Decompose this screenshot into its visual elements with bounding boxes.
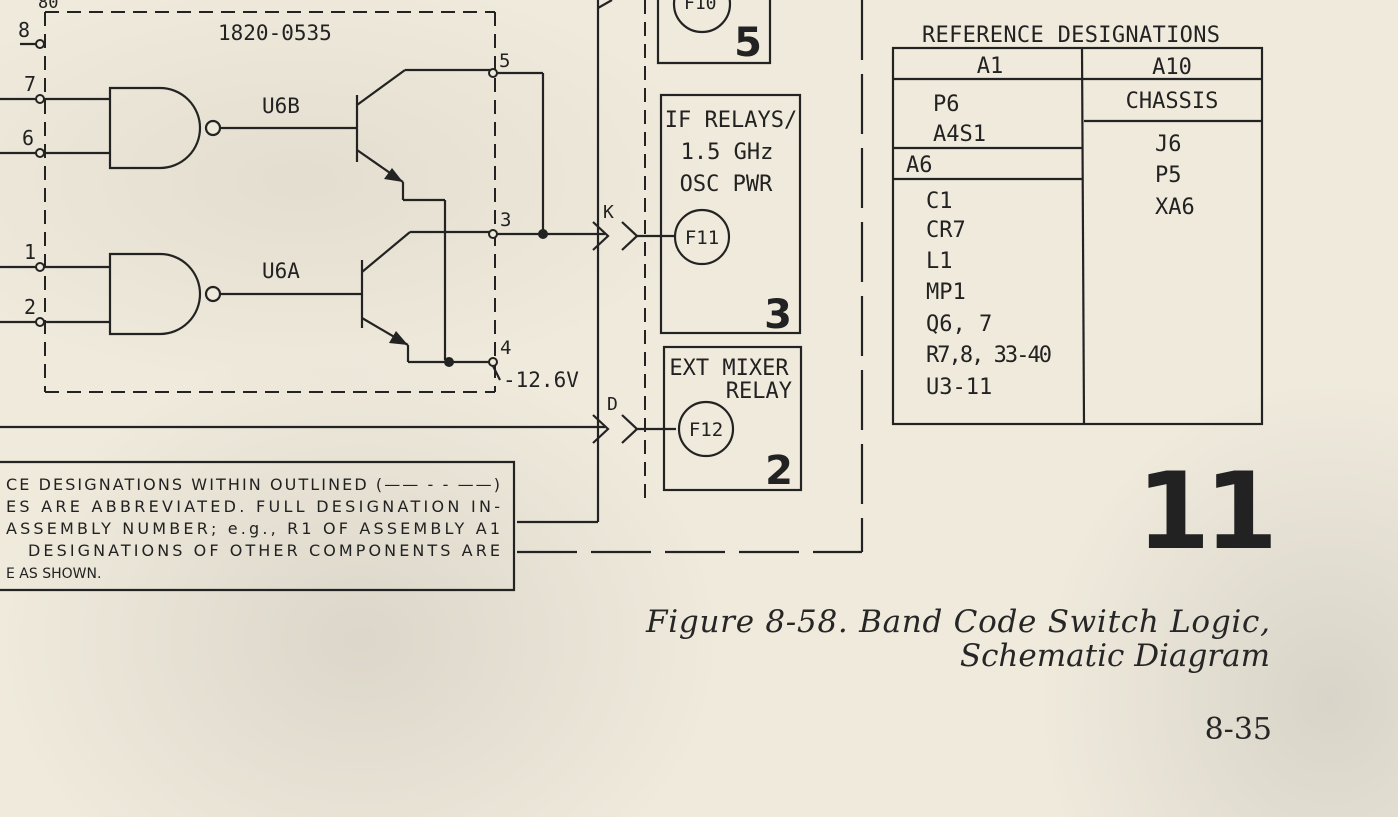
ref-a6-item: R7,8, 33-40 <box>926 343 1052 368</box>
output-wiring <box>444 68 605 381</box>
ref-a6-item: MP1 <box>926 280 966 305</box>
fuse-label-f12: F12 <box>689 419 723 441</box>
note-line-3: ASSEMBLY NUMBER; e.g., R1 OF ASSEMBLY A1 <box>6 519 500 538</box>
note-line-5: E AS SHOWN. <box>6 566 101 582</box>
note-line-1: CE DESIGNATIONS WITHIN OUTLINED (—— - - … <box>6 475 500 494</box>
ref-a6-item: Q6, 7 <box>926 312 992 337</box>
ref-a1-item: P6 <box>933 92 960 117</box>
fuse-box-f12 <box>662 345 803 492</box>
fuse-number-f12: 2 <box>765 448 793 494</box>
ref-col1-subheader: A6 <box>906 153 933 178</box>
figure-caption-line1: Figure 8-58. Band Code Switch Logic, <box>645 604 1270 640</box>
pin-5-label: 5 <box>499 50 510 72</box>
fuse-panel-outline <box>517 0 864 554</box>
ref-a6-item: CR7 <box>926 218 966 243</box>
note-box <box>0 460 516 592</box>
nand-gate-u6b <box>108 86 357 170</box>
part-number-label: 1820-0535 <box>218 21 332 45</box>
fuse-number-f11: 3 <box>764 292 792 338</box>
fuse-label-f11: F11 <box>685 227 719 249</box>
ref-a6-item: C1 <box>926 189 953 214</box>
pin-8-label: 8 <box>18 18 30 42</box>
note-line-2: ES ARE ABBREVIATED. FULL DESIGNATION IN- <box>6 497 500 516</box>
transistor-bottom <box>360 230 493 364</box>
fuse-number-f10: 5 <box>734 20 762 66</box>
connector-d <box>592 414 676 444</box>
gate-label-u6b: U6B <box>262 94 300 118</box>
fuse-label-f10: F10 <box>684 0 717 14</box>
pin-1-label: 1 <box>24 240 36 264</box>
assembly-outline <box>44 11 496 393</box>
supply-voltage-label: -12.6V <box>503 368 579 392</box>
outer-frame-lines <box>517 0 613 524</box>
input-wires <box>0 42 110 324</box>
top-cut-label: 80 <box>38 0 58 13</box>
ref-col1-header: A1 <box>977 54 1004 79</box>
connector-k <box>592 221 676 251</box>
fuse-title-f11-line2: 1.5 GHz <box>681 140 774 165</box>
ref-col2-header: A10 <box>1152 55 1192 80</box>
figure-caption-line2: Schematic Diagram <box>960 638 1270 674</box>
ref-a6-item: L1 <box>926 249 953 274</box>
pin-4-label: 4 <box>500 337 511 359</box>
pin-3-label: 3 <box>500 209 511 231</box>
transistor-top <box>355 68 493 360</box>
page-number: 8-35 <box>1205 712 1272 747</box>
ref-a6-item: U3-11 <box>926 375 992 400</box>
reference-table <box>891 46 1264 426</box>
input-pin-circles <box>35 39 45 327</box>
ref-col2-subheader: CHASSIS <box>1126 89 1219 114</box>
connector-k-label: K <box>603 202 614 223</box>
fuse-box-f10 <box>656 0 772 65</box>
note-line-4: DESIGNATIONS OF OTHER COMPONENTS ARE <box>28 541 500 560</box>
ref-a1-item: A4S1 <box>933 122 986 147</box>
ref-chassis-item: XA6 <box>1155 195 1195 220</box>
sheet-number: 11 <box>1136 450 1272 573</box>
fuse-title-f12-line2: RELAY <box>726 379 792 404</box>
pin-7-label: 7 <box>24 72 36 96</box>
fuse-box-f11 <box>659 93 802 335</box>
pin-2-label: 2 <box>24 295 36 319</box>
fuse-title-f11-line3: OSC PWR <box>680 172 773 197</box>
fuse-title-f12-line1: EXT MIXER <box>669 356 789 381</box>
ref-chassis-item: J6 <box>1155 132 1182 157</box>
pin-6-label: 6 <box>22 126 34 150</box>
reference-table-title: REFERENCE DESIGNATIONS <box>922 23 1220 48</box>
ref-chassis-item: P5 <box>1155 163 1182 188</box>
connector-d-label: D <box>607 394 618 415</box>
nand-gate-u6a <box>108 252 362 336</box>
gate-label-u6a: U6A <box>262 259 300 283</box>
fuse-title-f11-line1: IF RELAYS/ <box>665 108 797 133</box>
